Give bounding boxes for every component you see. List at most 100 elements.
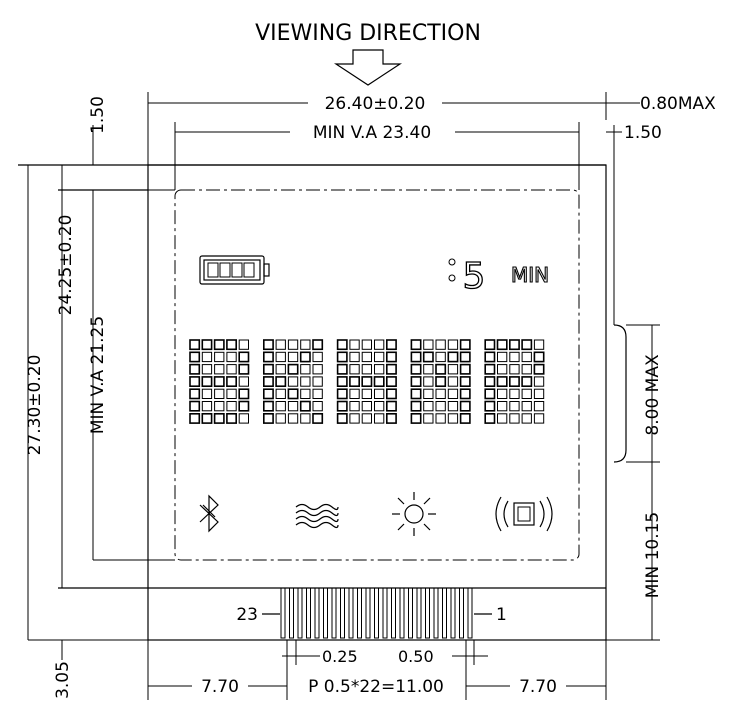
matrix-dot [287,351,299,363]
matrix-dot [361,388,373,400]
matrix-dot [385,412,397,424]
dim-pitch: P 0.5*22=11.00 [308,677,444,697]
pin [391,587,396,639]
matrix-dot [201,376,213,387]
matrix-dot [435,376,447,387]
matrix-dot [201,364,213,375]
matrix-dot [214,388,225,400]
matrix-dot [262,388,274,400]
pin [280,587,286,639]
pin [374,587,379,639]
matrix-dot [484,351,496,363]
matrix-dot [497,388,508,400]
matrix-dot [521,401,532,412]
matrix-dot [435,363,447,375]
matrix-dot [533,376,545,387]
dim-pin-gap: 0.50 [398,647,434,666]
matrix-dot [214,351,225,363]
timer-unit: MIN [511,263,549,287]
matrix-dot [300,376,311,387]
matrix-dot [508,339,520,351]
matrix-dot [423,364,434,375]
viewing-area [174,189,580,561]
dot-matrix-display [189,339,545,424]
matrix-dot [312,401,323,412]
matrix-dot [484,339,496,351]
matrix-dot [226,376,237,387]
matrix-dot [521,376,533,387]
title: VIEWING DIRECTION [255,21,481,46]
waves-icon [295,503,339,529]
pin [459,587,464,639]
dim-va-width: MIN V.A 23.40 [313,123,431,143]
matrix-dot [213,339,225,351]
dim-fpc-min: MIN 10.15 [643,512,663,598]
matrix-dot [410,412,422,424]
matrix-dot [374,413,385,424]
matrix-dot [300,413,311,424]
vibration-icon [495,496,553,532]
matrix-dot [533,388,545,400]
matrix-dot [300,364,311,375]
dim-total-height: 27.30±0.20 [25,355,45,456]
matrix-dot [336,400,348,412]
matrix-dot [238,363,250,375]
matrix-dot [508,376,520,387]
matrix-dot [385,400,397,412]
matrix-dot [312,351,323,363]
dim-pin-width: 0.25 [322,647,358,666]
matrix-dot [287,339,299,350]
matrix-dot [275,388,286,400]
dim-fpc-max: 8.00 MAX [643,354,663,436]
matrix-dot [201,401,213,412]
dim-thickness: 0.80MAX [640,94,716,114]
pin [340,587,345,639]
pin [408,587,413,639]
matrix-dot [509,364,520,375]
matrix-dot [447,401,459,412]
matrix-dot [189,351,201,363]
pin [357,587,362,639]
matrix-dot [226,364,237,375]
matrix-dot [410,388,422,400]
matrix-dot [385,363,397,375]
matrix-dot [275,376,287,387]
matrix-dot [361,339,373,350]
matrix-dot [422,351,434,363]
pin [331,587,337,639]
matrix-dot [312,339,324,351]
matrix-dot [349,388,360,400]
matrix-dot [312,364,323,375]
matrix-dot [496,339,508,351]
matrix-dot [533,401,545,412]
matrix-dot [189,376,201,387]
matrix-dot [201,339,213,351]
matrix-dot [484,376,496,387]
matrix-dot [287,363,299,375]
matrix-dot [238,413,249,424]
matrix-dot [262,400,274,412]
dim-glass-height: 24.25±0.20 [56,215,76,316]
matrix-dot [349,364,360,375]
matrix-dot [521,351,532,363]
pin [450,587,456,639]
pin [365,587,371,639]
matrix-dot [447,351,459,363]
matrix-dot [226,339,237,351]
matrix-dot [189,363,201,375]
matrix-dot [497,401,508,412]
matrix-dot [213,376,225,387]
matrix-dot [447,339,459,350]
matrix-dot [435,351,446,363]
matrix-dot [312,388,323,400]
matrix-dot [275,413,286,424]
matrix-dot [287,413,299,424]
matrix-dot [299,400,311,412]
dim-bottom-offset: 3.05 [53,661,73,699]
module-outline [147,164,607,641]
matrix-dot [497,351,508,363]
matrix-dot [484,400,496,412]
pin [467,587,473,639]
dim-right-margin: 7.70 [519,677,557,697]
matrix-dot [238,339,249,350]
